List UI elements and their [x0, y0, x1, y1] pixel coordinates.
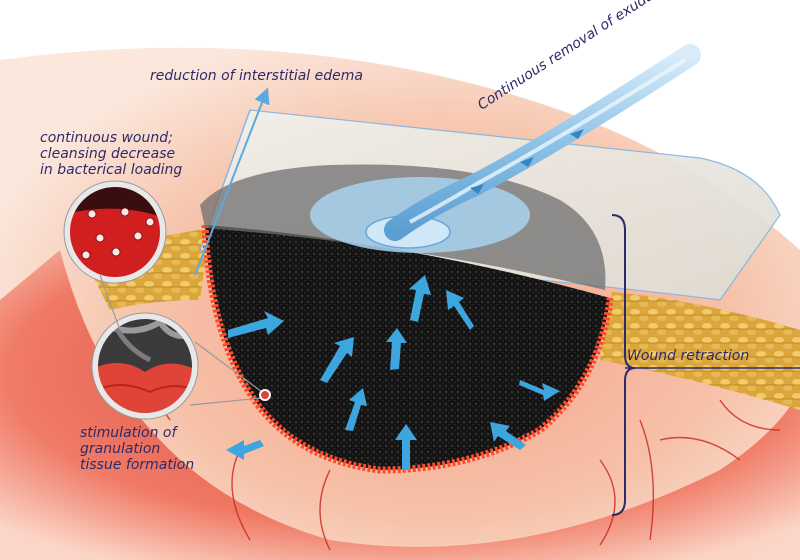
- lens-connector-bottom-b: [189, 397, 263, 406]
- fat-layer-right: [600, 292, 800, 410]
- dermis-tissue: [0, 250, 800, 560]
- edema-label: reduction of interstitial edema: [150, 68, 363, 84]
- granulation-lens-rim: [92, 313, 198, 419]
- retraction-label: Wound retraction: [627, 348, 750, 364]
- flow-arrows: [226, 275, 560, 470]
- tube-flow-arrows: [470, 129, 584, 194]
- bacteria-lens-rim: [64, 181, 166, 283]
- tube-highlight: [409, 58, 687, 224]
- edema-arrow: [194, 87, 270, 276]
- lens-connector-bottom-a: [194, 341, 263, 393]
- foam-dressing: [205, 225, 610, 470]
- lens-connector-top: [99, 274, 121, 331]
- granulation-focus-point: [259, 389, 271, 401]
- cleansing-label: continuous wound; cleansing decrease in …: [40, 130, 183, 178]
- granulation-rim: [201, 224, 614, 474]
- granulation-label: stimulation of granulation tissue format…: [80, 425, 195, 473]
